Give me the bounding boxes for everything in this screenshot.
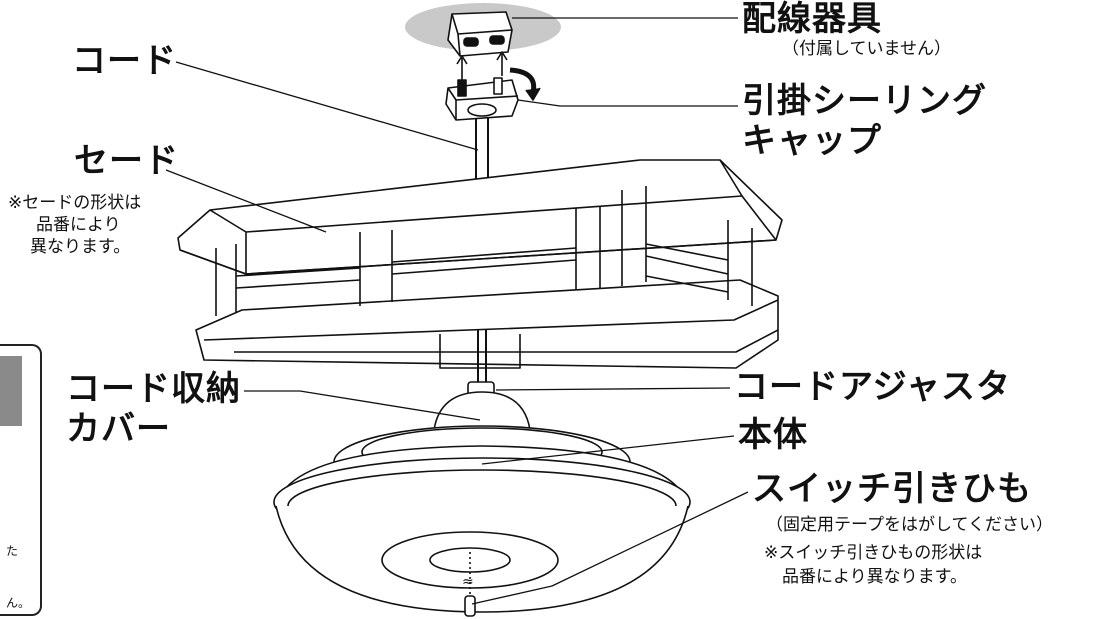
label-hikikake-line1: 引掛シーリング bbox=[742, 81, 987, 121]
switch-note-1: （固定用テープをはがしてください） bbox=[766, 515, 1053, 535]
label-code-cover-line2: カバー bbox=[66, 409, 171, 449]
side-panel-text-1: た bbox=[6, 544, 19, 558]
switch-note-3: 品番により異なります。 bbox=[782, 567, 967, 587]
shade-note-2: 品番により bbox=[36, 215, 121, 235]
switch-note-2: ※スイッチ引きひもの形状は bbox=[764, 543, 983, 563]
label-haisen-note: （付属していません） bbox=[782, 39, 951, 59]
side-panel-text-2: ん。 bbox=[6, 596, 31, 610]
code-cover-dome bbox=[433, 391, 531, 431]
label-code: コード bbox=[72, 41, 177, 81]
label-shade: セード bbox=[74, 141, 179, 181]
side-panel-tab bbox=[0, 356, 22, 426]
shade-note-3: 異なります。 bbox=[30, 237, 131, 257]
ceiling-cap bbox=[445, 77, 519, 121]
label-code-cover-line1: コード収納 bbox=[66, 369, 241, 409]
label-haisen-kigu: 配線器具 bbox=[742, 0, 882, 39]
svg-text:≈: ≈ bbox=[462, 574, 474, 590]
label-hontai: 本体 bbox=[738, 415, 808, 455]
lamp-body bbox=[273, 425, 691, 613]
label-code-adjuster: コードアジャスタ bbox=[734, 367, 1011, 407]
side-panel-frame bbox=[0, 344, 42, 616]
switch-pull bbox=[464, 595, 476, 617]
label-switch-cord: スイッチ引きひも bbox=[752, 469, 1032, 509]
shade-note-1: ※セードの形状は bbox=[8, 193, 142, 213]
wiring-device bbox=[447, 11, 513, 57]
shade-frame bbox=[177, 159, 783, 369]
label-hikikake-line2: キャップ bbox=[742, 121, 882, 161]
